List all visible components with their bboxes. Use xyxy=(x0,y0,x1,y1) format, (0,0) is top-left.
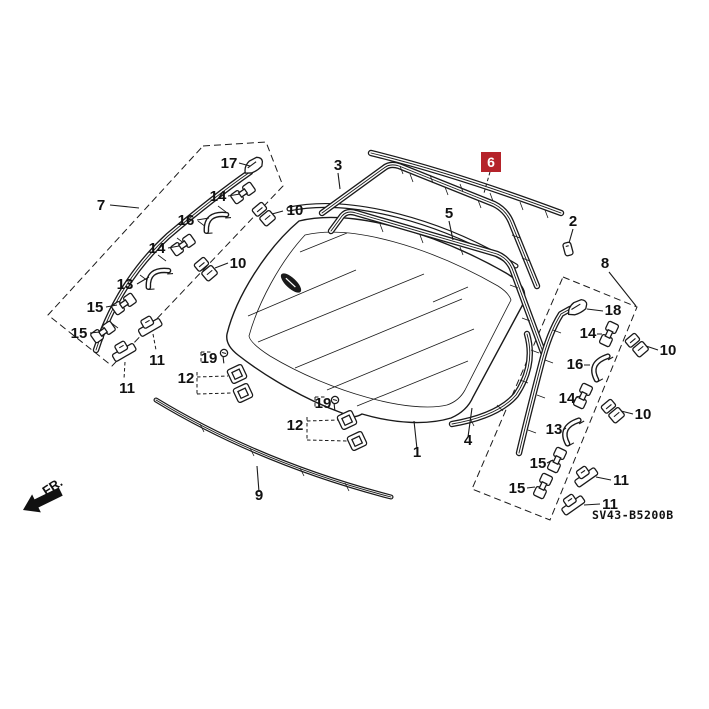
callout-11-right-upper[interactable]: 11 xyxy=(613,472,629,489)
callout-3[interactable]: 3 xyxy=(334,157,342,174)
callout-15-right-lower[interactable]: 15 xyxy=(509,480,526,497)
callout-16-right[interactable]: 16 xyxy=(567,356,584,373)
highlight-label[interactable]: 6 xyxy=(487,154,495,170)
callout-11-left-upper[interactable]: 11 xyxy=(149,352,165,369)
callout-9[interactable]: 9 xyxy=(255,487,263,504)
callout-12-left[interactable]: 12 xyxy=(178,370,195,387)
callout-15-left-lower[interactable]: 15 xyxy=(71,325,88,342)
callout-14-right-lower[interactable]: 14 xyxy=(559,390,576,407)
callout-12-right[interactable]: 12 xyxy=(287,417,304,434)
callout-15-right-upper[interactable]: 15 xyxy=(530,455,547,472)
callout-19-right[interactable]: 19 xyxy=(315,395,332,412)
callout-10-left-upper[interactable]: 10 xyxy=(287,202,304,219)
assembly-box-part8 xyxy=(471,276,638,521)
windshield-glass xyxy=(226,216,526,424)
callout-13-right[interactable]: 13 xyxy=(546,421,563,438)
callout-14-left-lower[interactable]: 14 xyxy=(149,240,166,257)
callout-14-left-upper[interactable]: 14 xyxy=(210,188,227,205)
callout-13-left[interactable]: 13 xyxy=(117,276,134,293)
callout-10-right-upper[interactable]: 10 xyxy=(660,342,677,359)
leader-lines xyxy=(89,162,659,506)
callout-5[interactable]: 5 xyxy=(445,205,453,222)
callout-4[interactable]: 4 xyxy=(464,432,473,449)
molding-hatch-ticks xyxy=(109,165,562,492)
mirror-mount-bracket xyxy=(280,273,302,293)
callout-2[interactable]: 2 xyxy=(569,213,577,230)
highlighted-callout-6[interactable]: 6 xyxy=(481,152,501,172)
diagram-code: SV43-B5200B xyxy=(592,508,674,522)
callout-17[interactable]: 17 xyxy=(221,155,238,172)
callout-8[interactable]: 8 xyxy=(601,255,609,272)
callout-11-right-lower[interactable]: 11 xyxy=(602,496,618,513)
assembly-box-part7 xyxy=(47,141,284,367)
callout-7[interactable]: 7 xyxy=(97,197,105,214)
callout-10-right-lower[interactable]: 10 xyxy=(635,406,652,423)
callout-10-left-lower[interactable]: 10 xyxy=(230,255,247,272)
fr-arrow-icon xyxy=(23,487,63,513)
callout-15-left-upper[interactable]: 15 xyxy=(87,299,104,316)
callout-16-left[interactable]: 16 xyxy=(178,212,195,229)
callout-11-left-lower[interactable]: 11 xyxy=(119,380,135,397)
callout-18[interactable]: 18 xyxy=(605,302,622,319)
glass-outline xyxy=(226,216,526,424)
callout-1[interactable]: 1 xyxy=(413,444,421,461)
callout-14-right-upper[interactable]: 14 xyxy=(580,325,597,342)
dashed-leader-lines xyxy=(123,171,491,442)
glass-reflection-lines xyxy=(247,232,475,407)
glass-frit-line xyxy=(248,231,512,408)
callout-19-left[interactable]: 19 xyxy=(201,350,218,367)
highlight-box[interactable] xyxy=(481,152,501,172)
